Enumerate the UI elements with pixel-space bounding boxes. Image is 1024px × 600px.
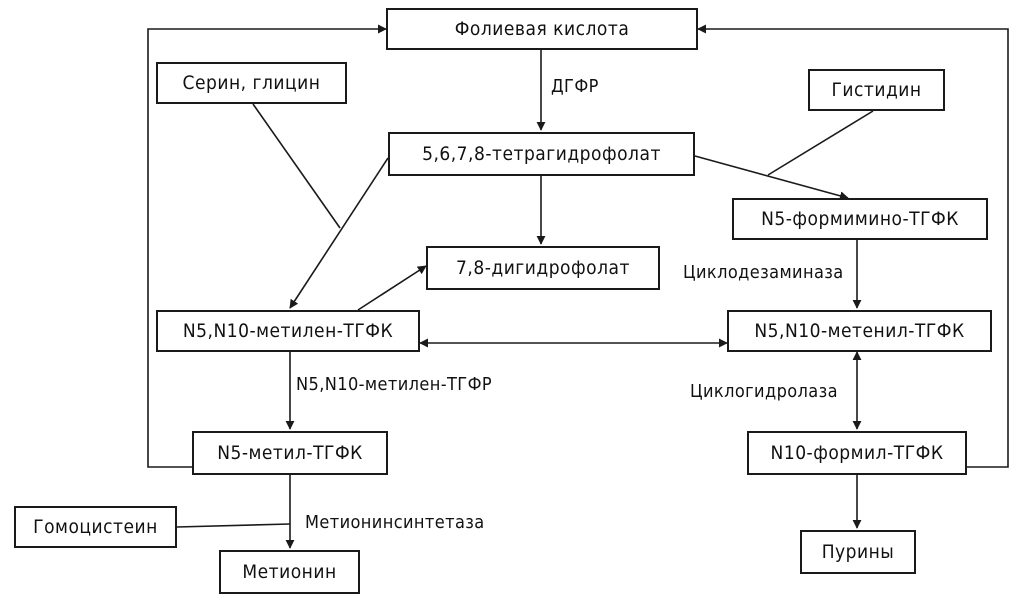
line-histidine [767, 110, 874, 176]
node-tetrahydrofolate: 5,6,7,8-тетрагидрофолат [388, 132, 695, 176]
arrow-formyl-loop-to-folate [697, 24, 1009, 468]
enzyme-methionine-synthase: Метионинсинтетаза [305, 512, 485, 533]
node-purines: Пурины [800, 530, 916, 574]
node-methyl-thf: N5-метил-ТГФК [192, 431, 388, 475]
enzyme-methylene-reductase: N5,N10-метилен-ТГФР [296, 374, 493, 395]
arrow-methylene-to-dhf [357, 265, 427, 311]
node-methionine: Метионин [219, 550, 360, 594]
node-n5-formimino: N5-формимино-ТГФК [732, 198, 988, 240]
arrow-methyl-loop-to-folate [147, 24, 387, 468]
node-dihydrofolate: 7,8-дигидрофолат [426, 246, 660, 290]
node-methylene-thf: N5,N10-метилен-ТГФК [156, 310, 420, 352]
node-serine-glycine: Серин, глицин [156, 62, 347, 104]
node-histidine: Гистидин [808, 69, 945, 111]
arrow-thf-to-formimino [694, 155, 849, 201]
line-homocysteine [176, 523, 291, 528]
line-serine-glycine [252, 103, 341, 229]
enzyme-dhfr: ДГФР [551, 76, 599, 97]
enzyme-cyclodeaminase: Циклодезаминаза [683, 262, 844, 283]
node-folic-acid: Фолиевая кислота [386, 8, 698, 50]
node-homocysteine: Гомоцистеин [14, 506, 177, 548]
node-methenyl-thf: N5,N10-метенил-ТГФК [727, 310, 992, 352]
node-formyl-thf: N10-формил-ТГФК [747, 431, 967, 475]
arrow-thf-to-methylene [289, 157, 389, 309]
enzyme-cyclohydrolase: Циклогидролаза [690, 381, 838, 402]
